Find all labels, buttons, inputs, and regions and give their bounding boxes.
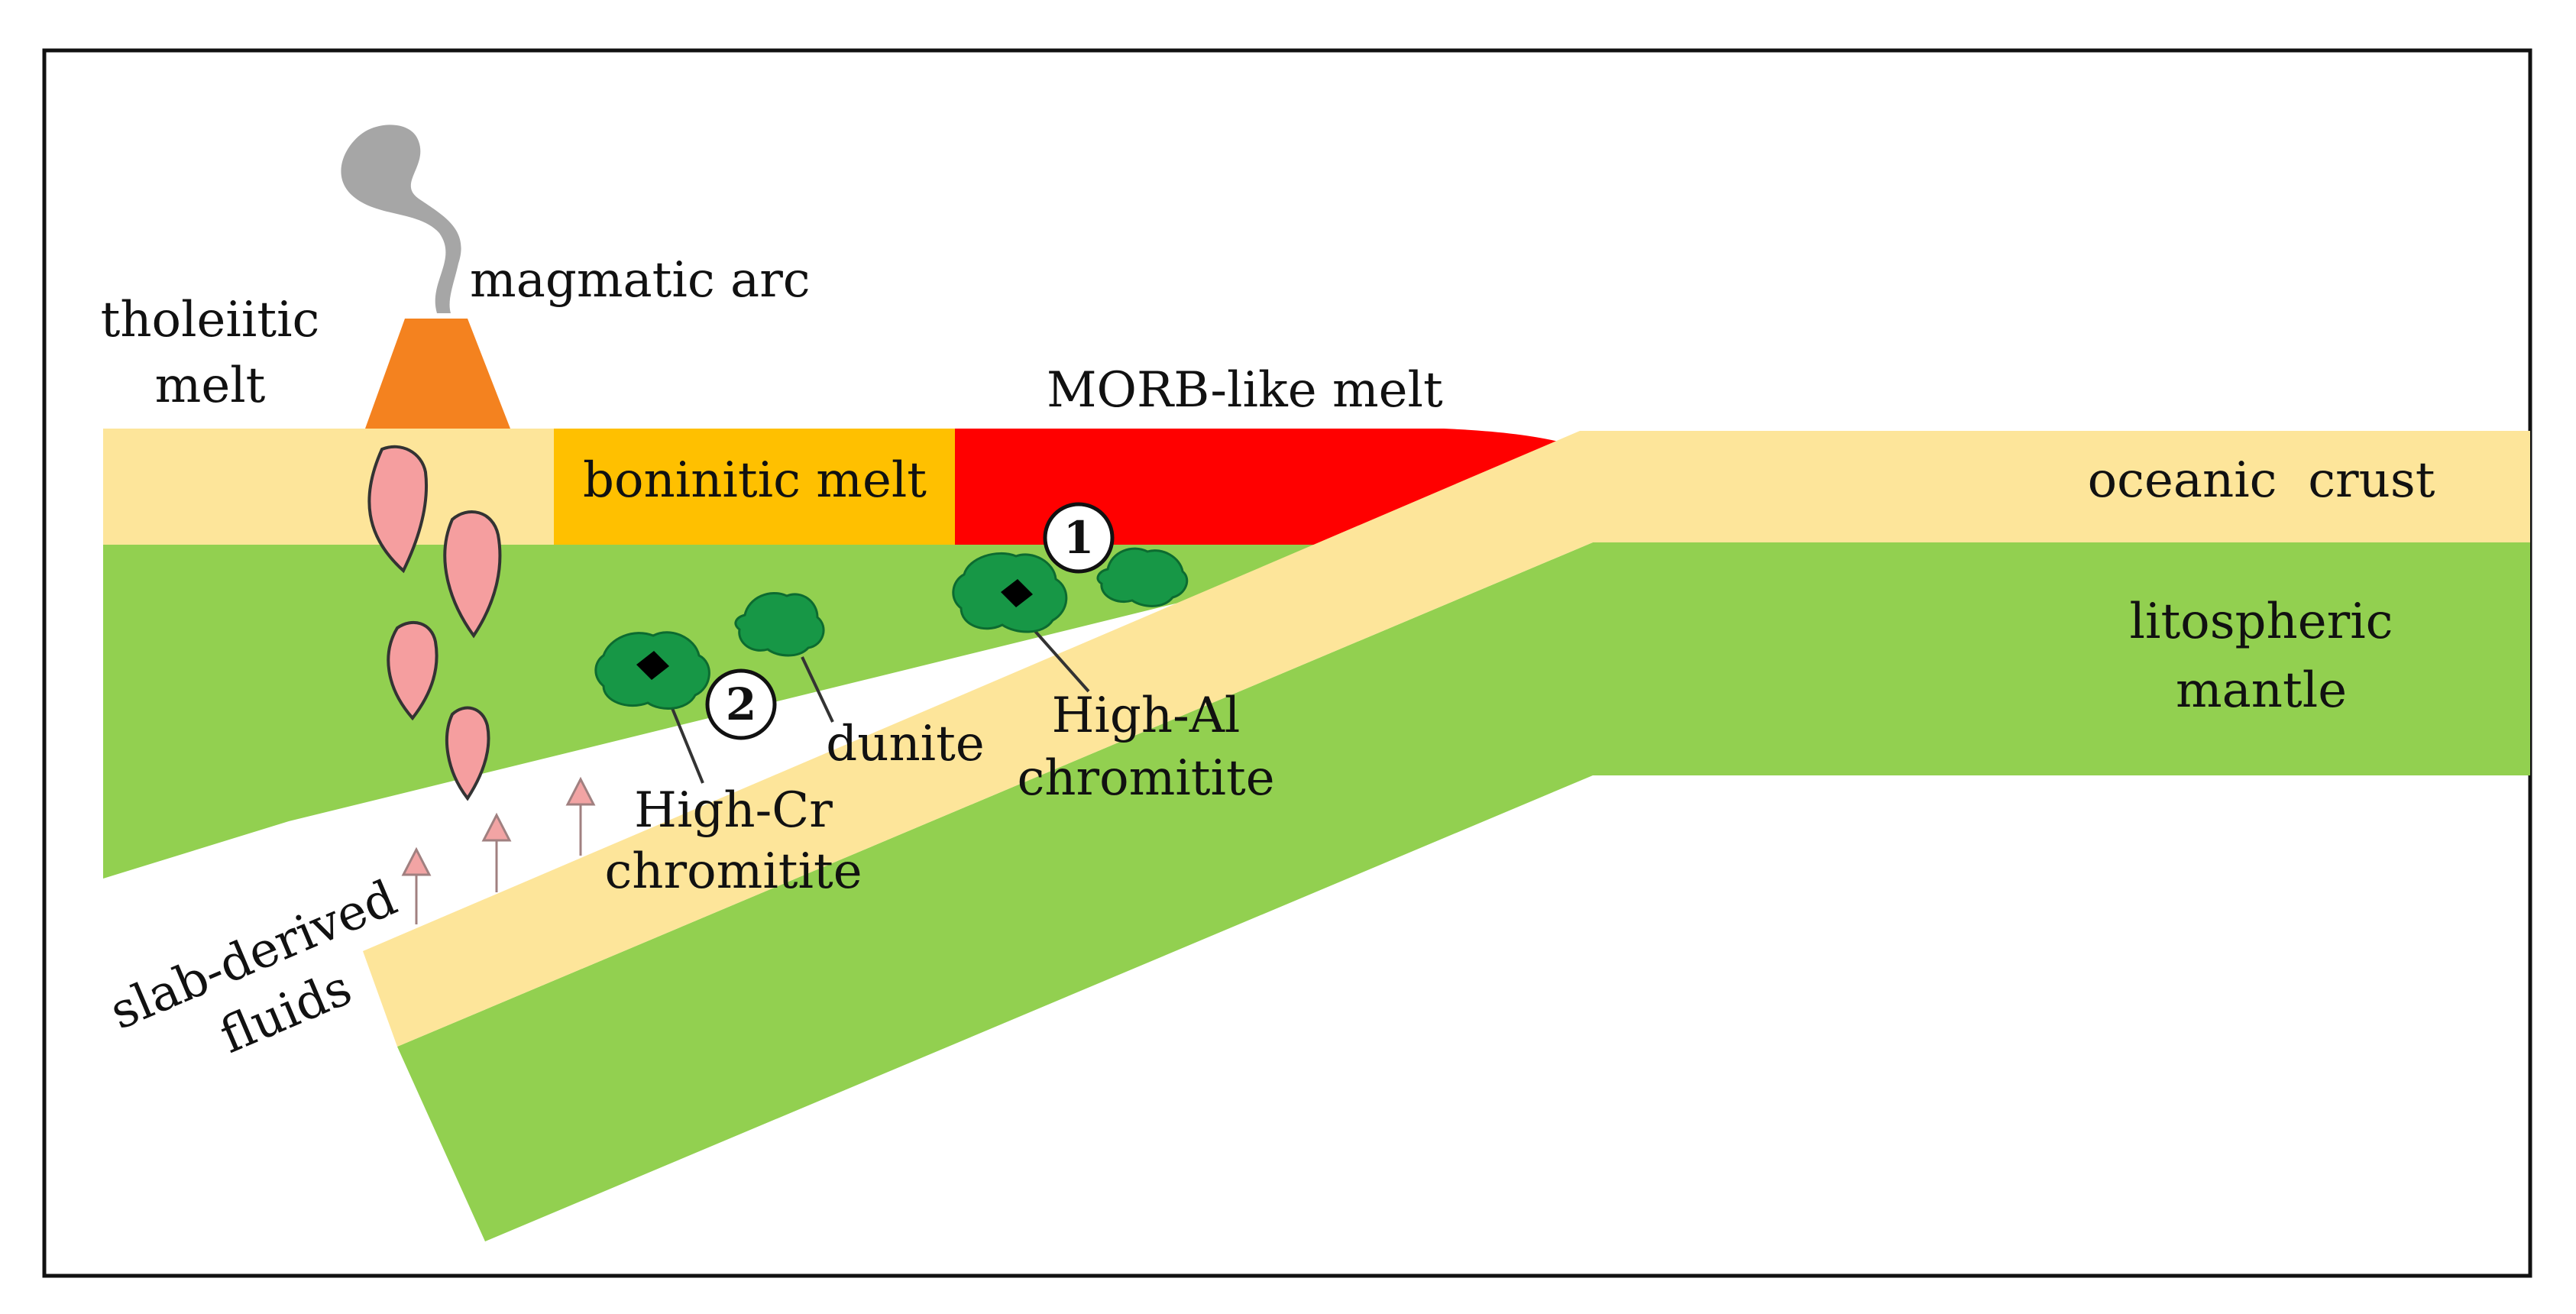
chromitite-pod-icon: [734, 591, 825, 657]
up-arrow-icon: [481, 812, 512, 892]
fluid-arrows: [401, 776, 596, 924]
label-oceanic-crust: oceanic crust: [2088, 452, 2435, 509]
up-arrow-icon: [565, 776, 596, 856]
smoke-plume-icon: [341, 125, 461, 313]
chromitite-pod-icon: [1096, 547, 1189, 607]
label-magmatic-arc: magmatic arc: [470, 252, 811, 309]
label-tholeiitic-2: melt: [155, 358, 266, 414]
svg-text:2: 2: [726, 678, 756, 730]
melt-drop-icon: [445, 706, 490, 801]
label-litospheric-1: litospheric: [2130, 594, 2393, 650]
boninitic-melt-zone: [554, 429, 955, 545]
slab-mantle: [397, 542, 2530, 1241]
slab-crust: [363, 431, 2530, 1047]
marker-2: 2: [705, 668, 777, 740]
label-high-al-2: chromitite: [1017, 750, 1274, 807]
leader-lines: [667, 621, 1090, 784]
pods: [594, 547, 1189, 710]
chromite-crystals: [636, 579, 1033, 680]
label-high-al-1: High-Al: [1052, 688, 1241, 744]
marker-1: 1: [1043, 502, 1115, 574]
label-high-cr-2: chromitite: [604, 843, 862, 900]
label-tholeiitic-1: tholeiitic: [101, 292, 320, 348]
crystal-high-al: [1001, 579, 1033, 607]
label-morb: MORB-like melt: [1047, 362, 1443, 419]
leader-high-al: [1026, 621, 1090, 693]
melt-drop-icon: [443, 510, 502, 639]
melt-drops: [367, 445, 502, 801]
melt-drop-icon: [367, 445, 428, 574]
label-litospheric-2: mantle: [2176, 662, 2347, 719]
up-arrow-icon: [401, 846, 432, 924]
crystal-high-cr: [636, 651, 669, 680]
label-dunite: dunite: [826, 716, 984, 772]
leader-dunite: [801, 656, 834, 723]
leader-high-cr: [667, 698, 704, 784]
svg-text:1: 1: [1063, 512, 1094, 564]
label-boninitic: boninitic melt: [583, 452, 927, 509]
volcano-icon: [365, 319, 510, 429]
melt-drop-icon: [387, 620, 439, 721]
label-high-cr-1: High-Cr: [634, 782, 833, 839]
